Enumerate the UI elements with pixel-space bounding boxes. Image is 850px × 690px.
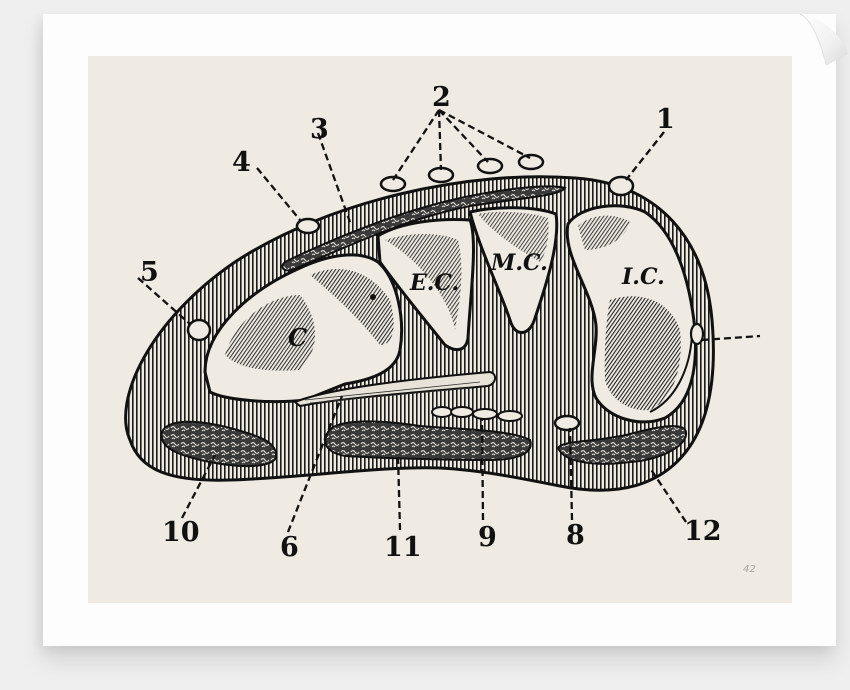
label-3: 3 bbox=[310, 114, 329, 145]
label-8: 8 bbox=[566, 520, 585, 551]
label-2: 2 bbox=[432, 82, 451, 113]
label-5: 5 bbox=[140, 257, 159, 288]
bone-label-ic: I.C. bbox=[622, 264, 665, 290]
label-4: 4 bbox=[232, 147, 251, 178]
bone-label-mc: M.C. bbox=[491, 250, 548, 276]
label-12: 12 bbox=[684, 516, 722, 547]
cross-section-illustration bbox=[124, 108, 761, 533]
label-9: 9 bbox=[478, 522, 497, 553]
label-6: 6 bbox=[280, 532, 299, 563]
label-11: 11 bbox=[384, 532, 422, 563]
outer-section bbox=[124, 175, 715, 492]
bone-label-ec: E.C. bbox=[410, 270, 460, 296]
pencil-mark: 42 bbox=[743, 564, 756, 575]
label-10: 10 bbox=[162, 517, 200, 548]
engraving-plate: 1 2 3 4 5 6 8 9 10 11 12 C E.C. M.C. I.C… bbox=[88, 56, 792, 603]
bone-label-c: C bbox=[288, 323, 308, 352]
label-1: 1 bbox=[656, 104, 675, 135]
